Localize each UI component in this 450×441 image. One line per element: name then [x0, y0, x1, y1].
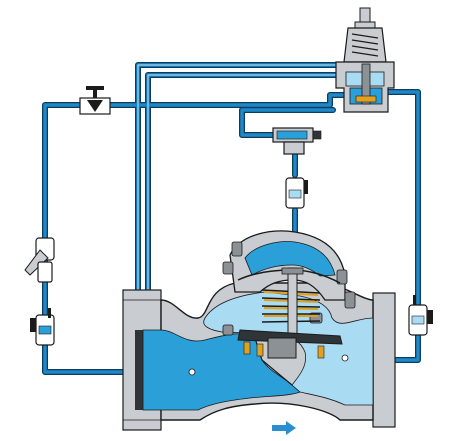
ball-valve-downstream[interactable]: [408, 295, 433, 336]
upstream-chamber: [142, 329, 301, 411]
outlet-flange: [372, 292, 396, 428]
ball-valve-control[interactable]: [285, 177, 308, 209]
flow-arrow: [272, 421, 296, 435]
y-strainer: [24, 237, 55, 283]
ball-valve-upstream[interactable]: [30, 308, 55, 346]
valve-disc: [237, 329, 343, 345]
outlet-port: [341, 354, 349, 362]
diaphragm-bonnet: [222, 230, 356, 359]
pressure-reducing-pilot: [335, 7, 395, 113]
needle-valve[interactable]: [79, 86, 111, 115]
t-fitting-control: [272, 127, 322, 155]
valve-stem: [287, 267, 298, 339]
inlet-port: [188, 368, 196, 376]
